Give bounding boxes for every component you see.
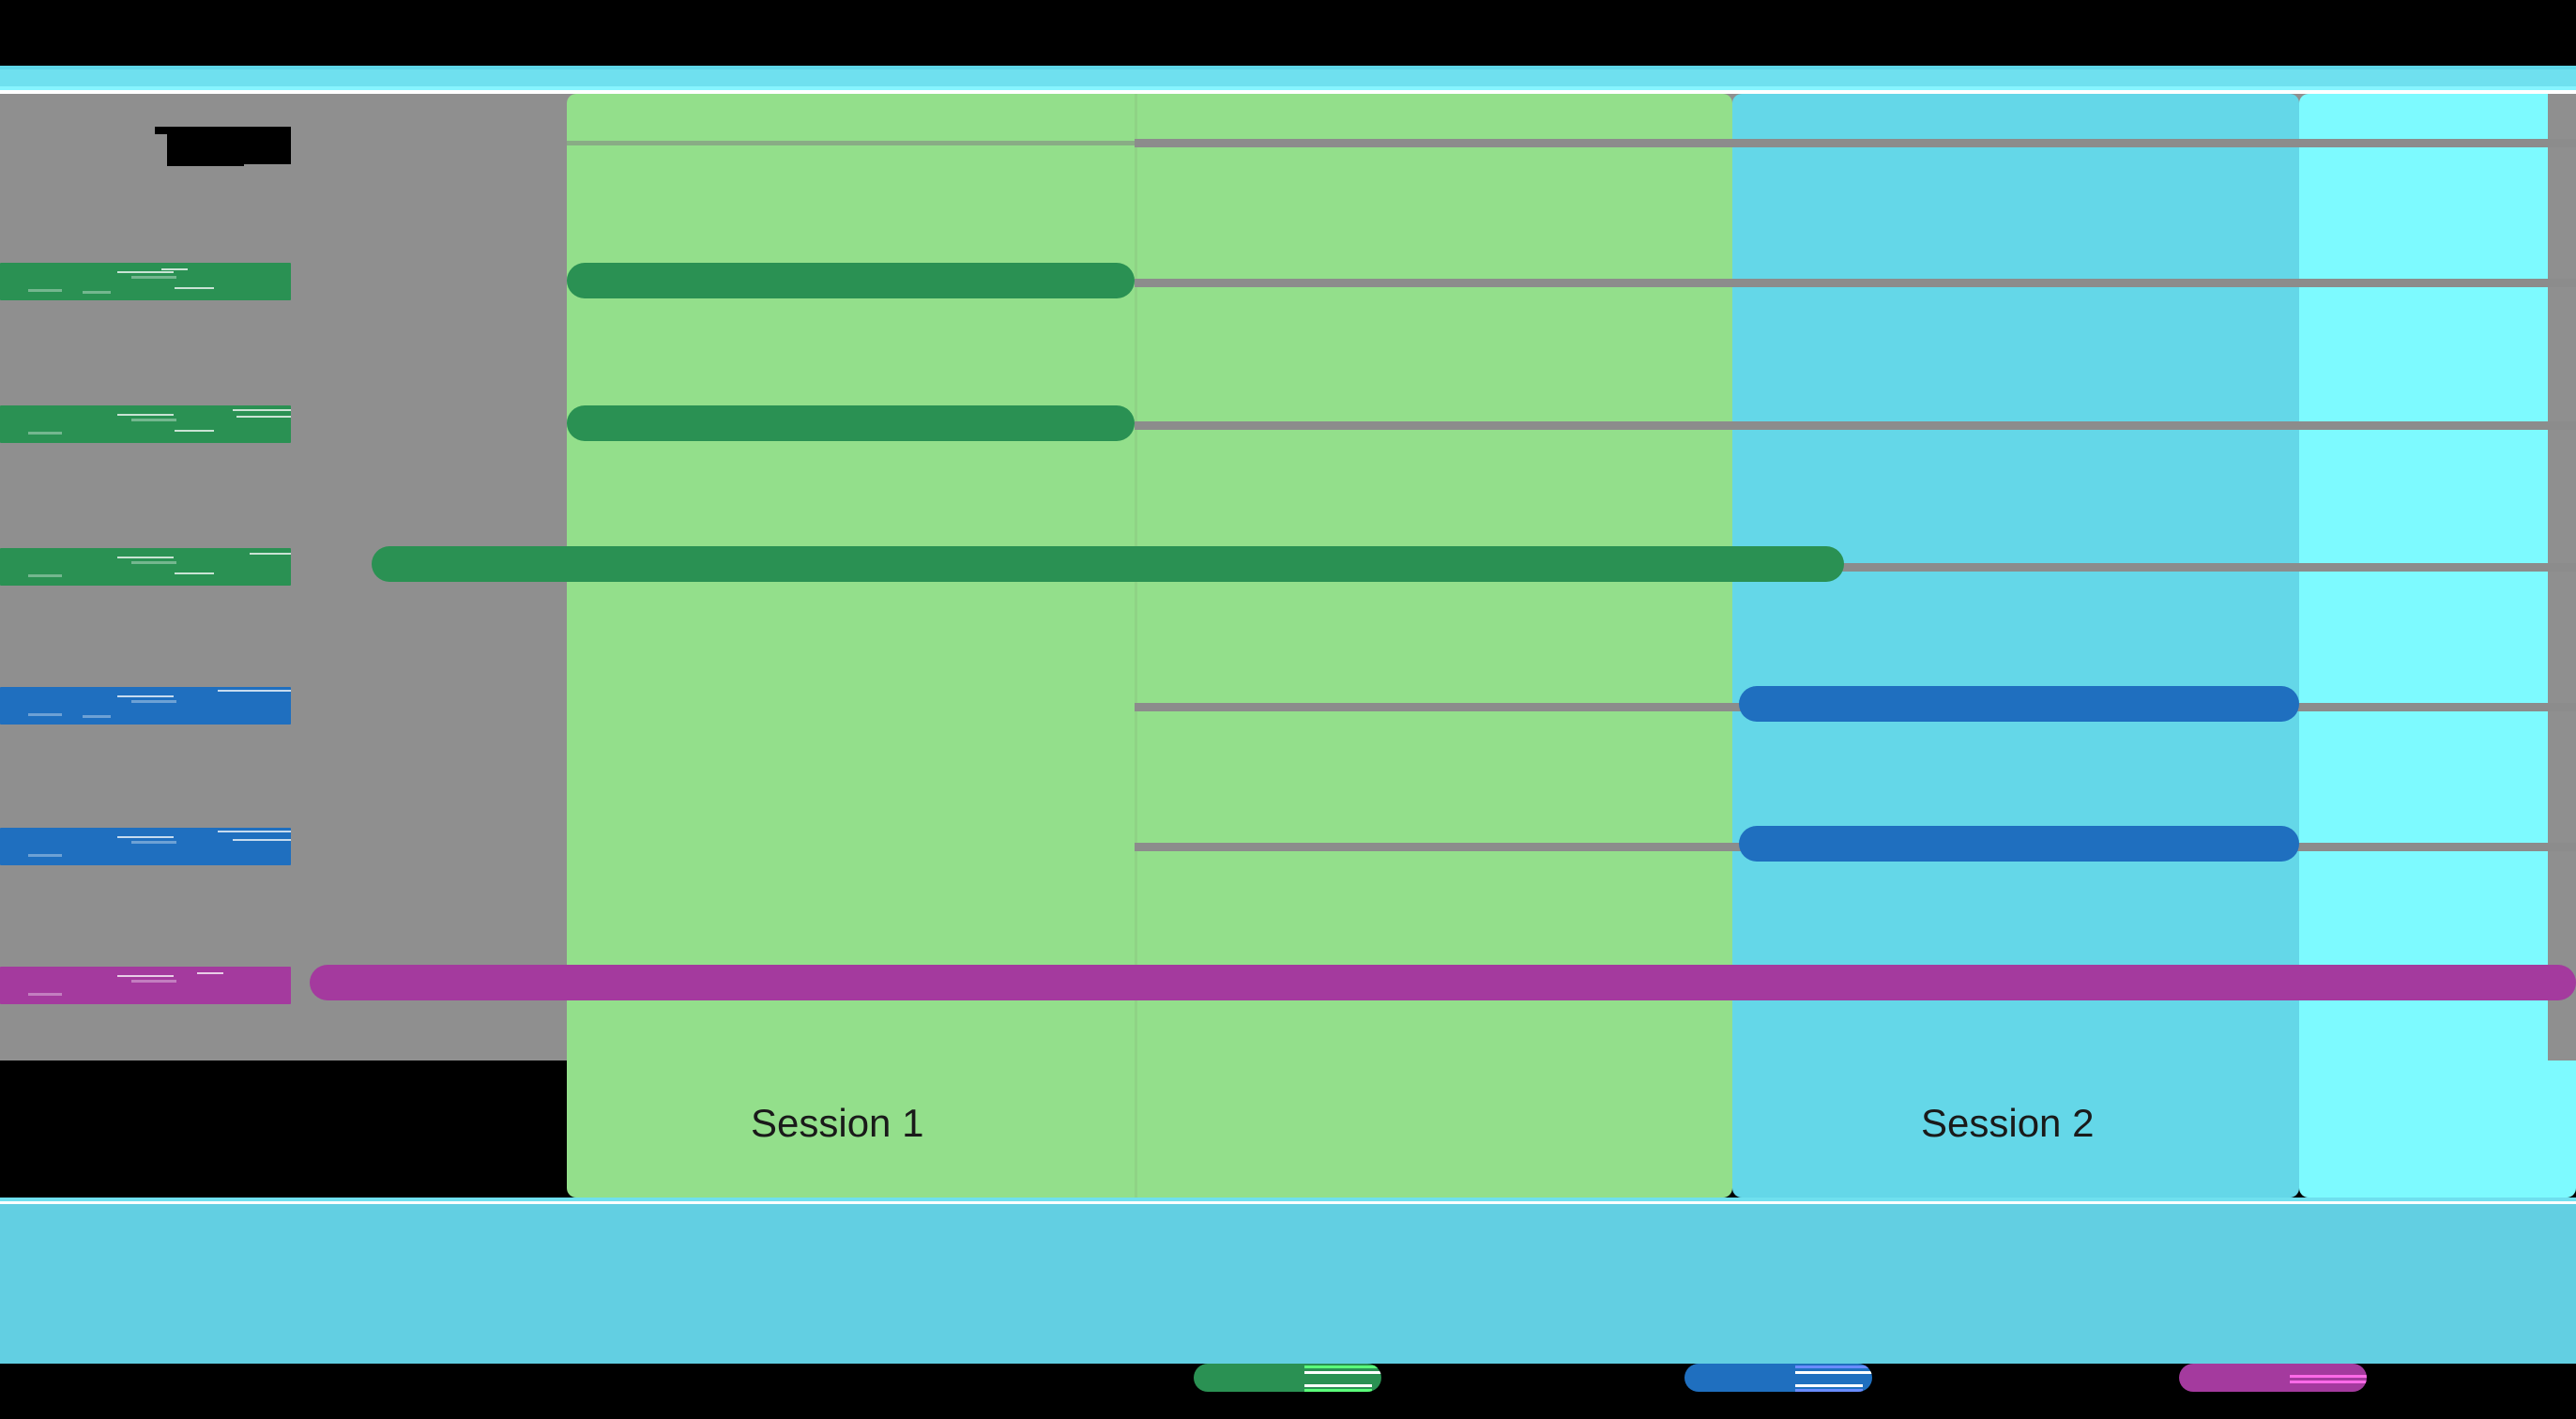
session-band-2 [1732,94,2299,1198]
gantt-bar-green-1[interactable] [567,263,1135,298]
row-label-3 [0,548,291,586]
lower-band-edge-2 [0,1201,2576,1204]
connector-line-row-1 [1135,279,2576,287]
top-strip-1 [0,66,2576,69]
redacted-title-bottom-edge [167,162,244,166]
legend-item-magenta[interactable] [2179,1364,2367,1392]
top-strip-2 [0,69,2576,86]
legend-item-green[interactable] [1194,1364,1381,1392]
row-label-6 [0,967,291,1004]
gantt-bar-magenta-1[interactable] [310,965,2576,1000]
top-strip-3 [0,86,2576,90]
lower-cyan-band [0,1204,2576,1364]
row-label-1 [0,263,291,300]
session-band-3 [2299,94,2576,1198]
connector-line-row-2 [1135,421,2576,430]
gantt-bar-green-2[interactable] [567,405,1135,441]
redacted-title-top-edge [155,127,291,134]
row-label-5 [0,828,291,865]
lower-band-edge-1 [0,1198,2576,1201]
top-strip-divider [0,90,2576,94]
gantt-bar-blue-1[interactable] [1739,686,2299,722]
gantt-bar-green-3[interactable] [372,546,1844,582]
legend-item-blue[interactable] [1684,1364,1872,1392]
session-inner-divider [1135,94,1137,1198]
row-label-4 [0,687,291,725]
gantt-bar-blue-2[interactable] [1739,826,2299,862]
redacted-title-block [167,134,291,164]
connector-line-row-0-solid [1135,139,2576,147]
row-label-2 [0,405,291,443]
session-1-label: Session 1 [751,1101,924,1145]
right-gutter [2548,94,2576,1060]
session-band-1 [567,94,1732,1198]
connector-line-row-3 [1839,563,2576,572]
session-2-label: Session 2 [1921,1101,2095,1145]
